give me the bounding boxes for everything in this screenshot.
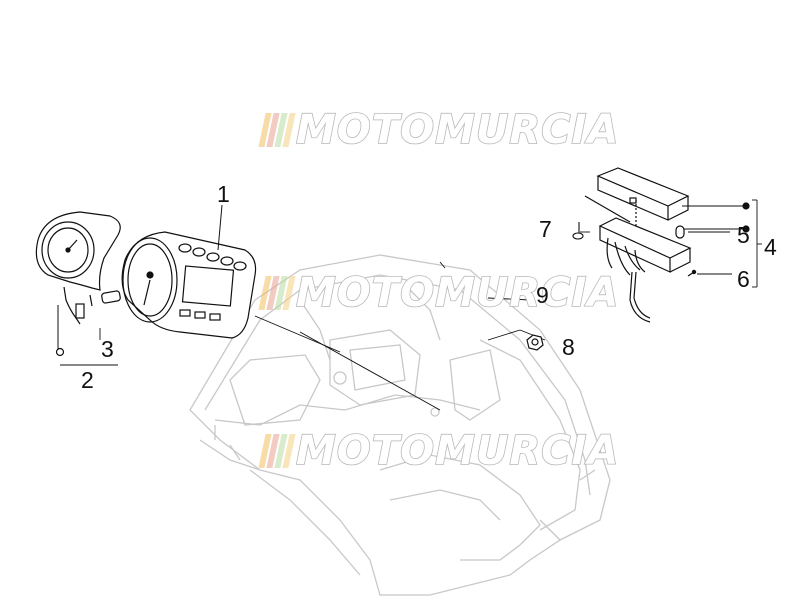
instrument-housing-part-2 xyxy=(35,211,121,357)
callout-7[interactable]: 7 xyxy=(539,216,552,242)
callout-4[interactable]: 4 xyxy=(764,234,777,260)
callout-1[interactable]: 1 xyxy=(217,181,230,207)
callout-5[interactable]: 5 xyxy=(737,222,750,248)
nut-part-8 xyxy=(526,334,544,351)
screw-part-7 xyxy=(572,222,584,240)
callout-3[interactable]: 3 xyxy=(101,336,114,362)
callout-6[interactable]: 6 xyxy=(737,266,750,292)
front-panel-ghost xyxy=(189,254,611,596)
callout-2[interactable]: 2 xyxy=(81,367,94,393)
callout-9[interactable]: 9 xyxy=(536,282,549,308)
leader-lines xyxy=(60,199,762,411)
callout-8[interactable]: 8 xyxy=(562,334,575,360)
instrument-panel-part-1 xyxy=(121,204,257,339)
control-unit-part-4 xyxy=(584,167,750,323)
